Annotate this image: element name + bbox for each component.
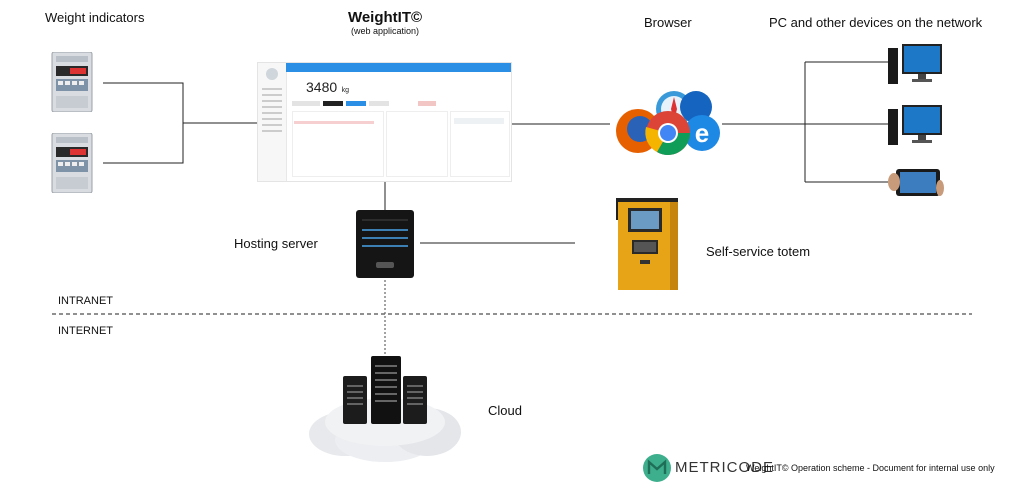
weight-indicator-icon — [51, 133, 93, 193]
svg-text:e: e — [695, 118, 709, 148]
metricode-logo-icon — [643, 454, 671, 482]
app-screenshot-icon: 3480 kg — [257, 62, 512, 182]
pc-devices-label: PC and other devices on the network — [769, 15, 983, 30]
self-service-totem-label: Self-service totem — [706, 244, 811, 259]
weight-unit: kg — [341, 87, 350, 94]
server-tower-icon — [356, 210, 414, 278]
app-subtitle: (web application) — [350, 26, 420, 36]
pc-monitor-icon — [888, 105, 942, 145]
app-title: WeightIT© — [347, 9, 423, 26]
totem-kiosk-icon — [616, 198, 678, 290]
footer-caption: WeightIT© Operation scheme - Document fo… — [746, 463, 995, 473]
cloud-label: Cloud — [488, 403, 522, 418]
cloud-servers-icon — [309, 356, 461, 462]
weight-indicators-label: Weight indicators — [45, 10, 145, 25]
weight-indicator-icon — [51, 52, 93, 112]
pc-monitor-icon — [888, 44, 942, 84]
hosting-server-label: Hosting server — [234, 236, 318, 251]
internet-label: INTERNET — [58, 325, 113, 337]
tablet-icon — [888, 169, 944, 196]
browser-label: Browser — [644, 15, 692, 30]
browsers-icon: e — [616, 91, 720, 155]
brand-name: METRICODE — [675, 459, 774, 476]
intranet-label: INTRANET — [58, 295, 113, 307]
weight-value: 3480 — [306, 79, 338, 95]
